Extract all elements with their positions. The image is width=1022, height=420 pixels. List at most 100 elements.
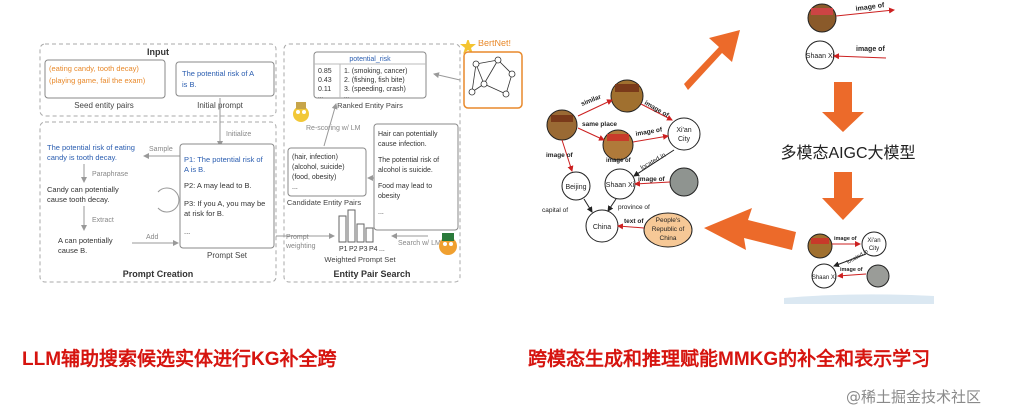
prc-line-3: China (660, 235, 677, 242)
top-graph: Shaan Xi image of image of (805, 2, 895, 70)
candidate-line-3: (food, obesity) (292, 174, 336, 181)
candidate-caption: Candidate Entity Pairs (287, 198, 361, 207)
watermark: @稀土掘金技术社区 (846, 388, 982, 406)
prompt-set-item-5: at risk for B. (184, 209, 224, 218)
search-label: Search w/ LM (398, 240, 441, 247)
seed-line-1: (eating candy, tooth decay) (49, 64, 139, 73)
edge-located-in: located in (640, 152, 668, 172)
bottom-edge-image-of-1: image of (834, 236, 857, 242)
rescoring-label: Re-scoring w/ LM (306, 125, 361, 132)
bar-label-1: P1 (339, 246, 348, 253)
ranked-score-2: 0.43 (318, 77, 332, 84)
lm-output-box (373, 123, 459, 231)
extract-label: Extract (92, 217, 114, 224)
middle-graph: Xi'an City Shaan Xi Beijing China People… (542, 79, 701, 248)
edge-image-of-2: image of (635, 126, 663, 138)
edge-image-of-1: image of (643, 100, 670, 120)
water-sketch (784, 294, 934, 304)
orange-arrow-down-1 (822, 82, 864, 132)
lm-output-line-4: alcohol is suicide. (378, 167, 433, 174)
cycle-arrow-icon (157, 187, 180, 213)
lm-output-line-3: The potential risk of (378, 157, 439, 164)
section-entity-search: Entity Pair Search (333, 269, 410, 279)
seed-box (44, 59, 166, 99)
beijing-label: Beijing (565, 184, 586, 191)
ranked-pair-4: ... (344, 94, 349, 100)
bar-p2 (347, 209, 356, 243)
china-label: China (593, 224, 611, 231)
weighted-caption: Weighted Prompt Set (324, 255, 396, 264)
edge-province-of: province of (618, 204, 650, 211)
shaanxi-label: Shaan Xi (606, 182, 635, 189)
orange-arrow-left (704, 208, 796, 250)
paraphrase-label: Paraphrase (92, 171, 128, 178)
bar-p1 (338, 215, 347, 243)
seed-line-2: (playing game, fail the exam) (49, 76, 146, 85)
ranked-caption: Ranked Entity Pairs (337, 101, 403, 110)
edge-same-place: same place (582, 121, 617, 128)
xian-node-bottom (861, 231, 887, 257)
seed-caption: Seed entity pairs (74, 101, 134, 110)
bertnet-graph-box (463, 51, 523, 109)
edge-capital-of: capital of (542, 207, 568, 214)
edge-image-of-4: image of (638, 176, 666, 183)
prompt-weighting-line-2: weighting (285, 243, 316, 250)
sample-prompt-line-2: candy is tooth decay. (47, 153, 117, 162)
input-panel (39, 43, 277, 117)
prompt-weighting-line-1: Prompt (286, 234, 309, 241)
weighted-prompt-bars (338, 209, 374, 243)
lm-output-line-1: Hair can potentially (378, 131, 438, 138)
image-of-label-top-1: image of (855, 2, 885, 13)
bertnet-label: BertNet! (478, 40, 511, 48)
landscape-image-2 (866, 264, 890, 288)
bell-tower-image-2 (546, 109, 578, 141)
caption-left: LLM辅助搜索候选实体进行KG补全跨 (22, 349, 337, 370)
paraphrased-line-1: Candy can potentially (47, 185, 119, 194)
bottom-graph: Xi'an City Shaan Xi image of image of lo… (784, 231, 934, 304)
edge-text-of: text of (624, 218, 644, 225)
ranked-score-4: ... (318, 94, 323, 100)
shaanxi-label-bottom: Shaan Xi (812, 275, 836, 281)
candidate-line-1: (hair, infection) (292, 154, 338, 161)
prompt-creation-panel (39, 121, 277, 283)
initialize-label: Initialize (226, 131, 251, 138)
ranked-score-1: 0.85 (318, 68, 332, 75)
shaanxi-node-bottom (811, 263, 837, 289)
knowledge-graph-icon (468, 56, 516, 98)
shaanxi-label-top: Shaan Xi (806, 53, 835, 60)
gate-tower-image-3 (807, 233, 833, 259)
prompt-set-item-3: P2: A may lead to B. (184, 181, 252, 190)
candidate-line-4: ... (292, 184, 298, 191)
edge-image-of-5: image of (606, 158, 632, 164)
lm-output-line-2: cause infection. (378, 141, 427, 148)
caption-right: 跨模态生成和推理赋能MMKG的补全和表示学习 (528, 349, 931, 370)
bottom-edge-located-in: located in (846, 249, 869, 266)
xian-city-node (667, 117, 701, 151)
section-prompt-creation: Prompt Creation (123, 269, 194, 279)
ranked-header: potential_risk (349, 56, 391, 63)
prc-node (643, 212, 693, 248)
sesame-character-icon (293, 102, 309, 122)
paraphrased-line-2: cause tooth decay. (47, 195, 109, 204)
prompt-set-item-6: ... (184, 227, 190, 236)
sample-label: Sample (149, 146, 173, 153)
orange-arrow-down-2 (822, 172, 864, 220)
mmkg-diagram: Shaan Xi image of image of 多模态AIGC大模型 Xi… (542, 2, 934, 304)
xian-bottom-line-2: City (869, 246, 879, 252)
landscape-image (669, 167, 699, 197)
initial-prompt-box (175, 61, 275, 97)
lm-output-line-6: obesity (378, 193, 401, 200)
bar-p4 (365, 227, 374, 243)
edge-image-of-3: image of (546, 152, 574, 159)
orange-arrow-up-right (684, 30, 740, 90)
candidate-pairs-box (287, 147, 367, 197)
bar-label-4: P4 (369, 246, 378, 253)
center-title: 多模态AIGC大模型 (780, 144, 915, 162)
bertnet-diagram: Input (eating candy, tooth decay) (playi… (39, 40, 523, 283)
add-label: Add (146, 234, 159, 241)
sesame-character-icon-2 (439, 233, 457, 255)
image-of-label-top-2: image of (856, 46, 885, 53)
initial-prompt-line-1: The potential risk of A (182, 69, 254, 78)
xian-bottom-line-1: Xi'an (867, 238, 880, 244)
star-icon (460, 40, 476, 54)
